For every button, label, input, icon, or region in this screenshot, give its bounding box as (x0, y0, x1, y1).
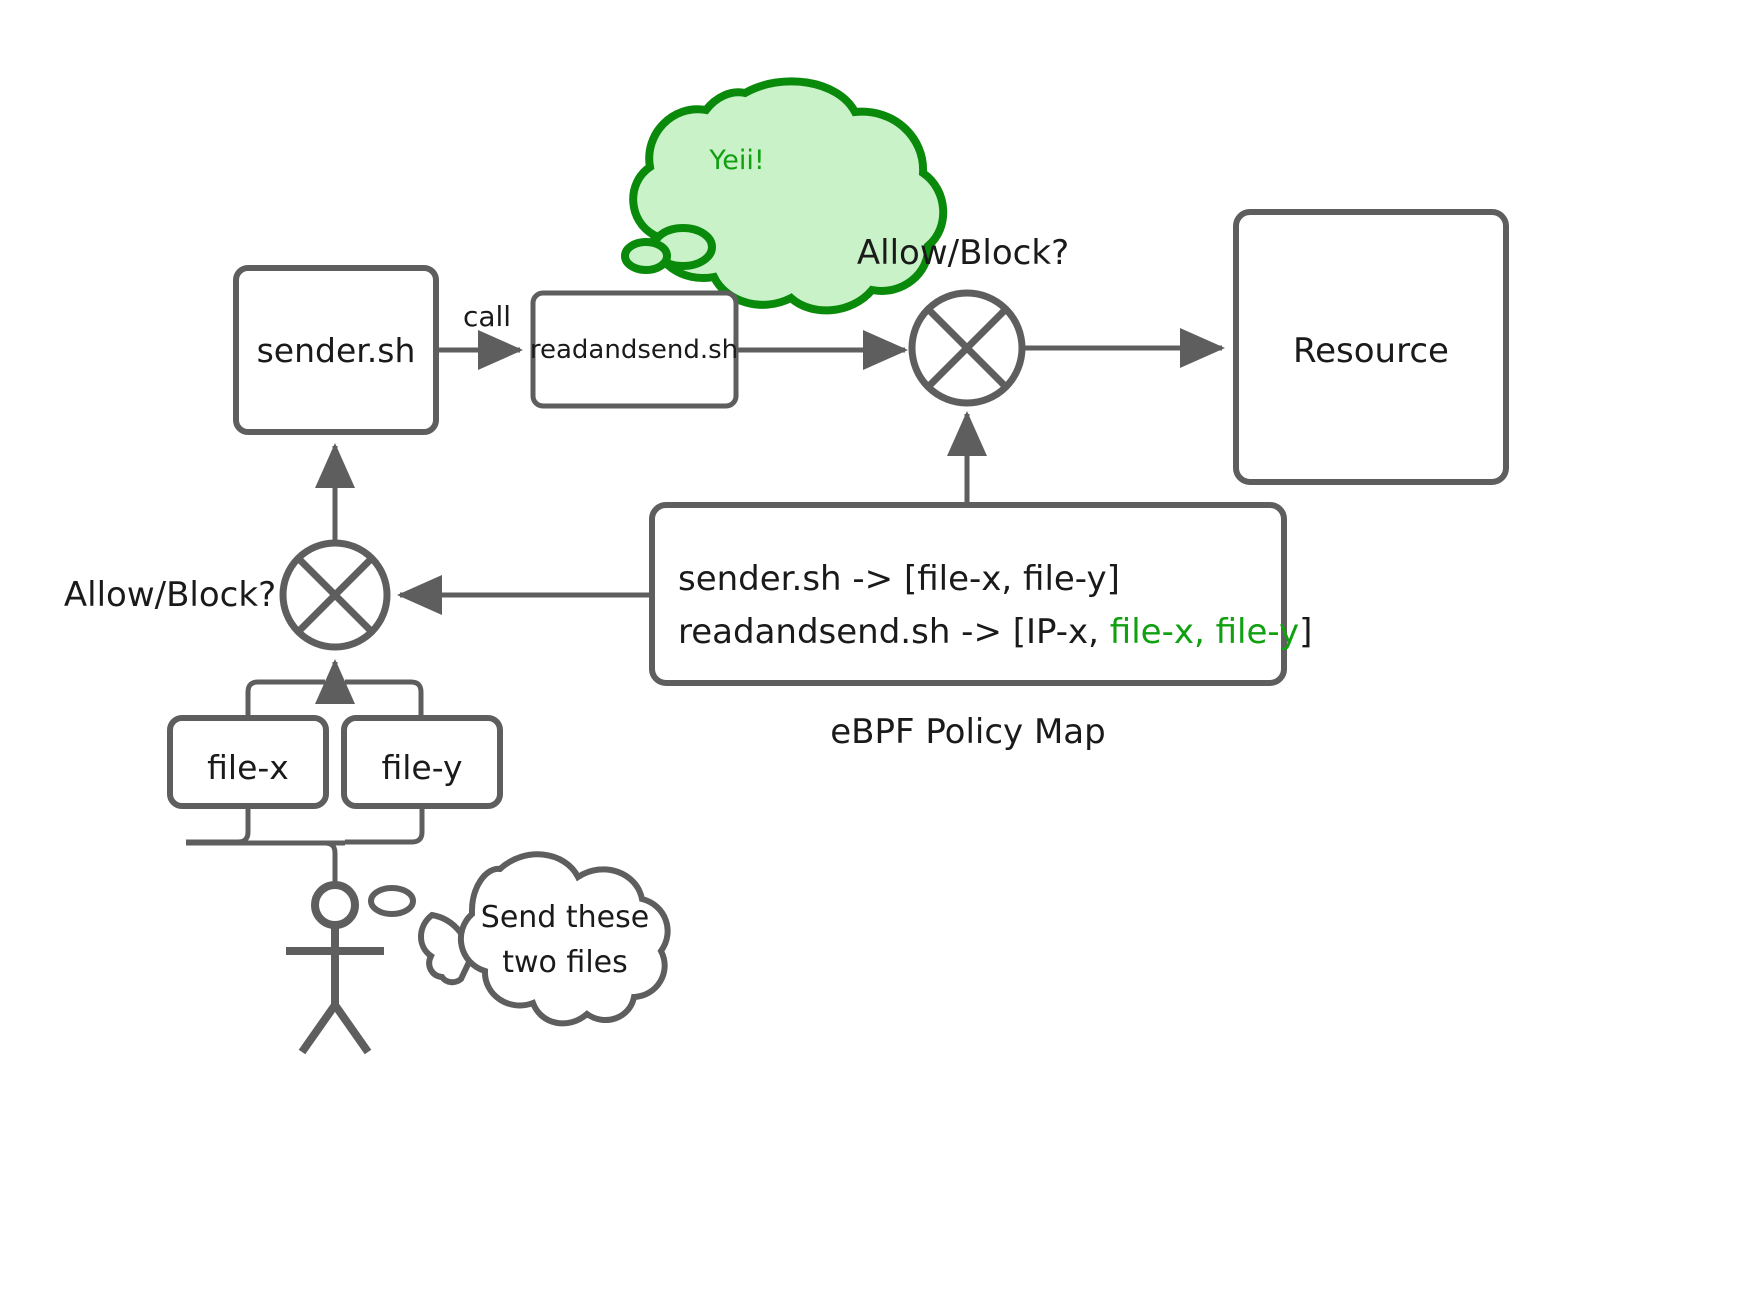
user-thought-bubble: Send these two files (368, 851, 671, 1027)
node-resource[interactable]: Resource (1233, 209, 1509, 485)
node-file-x[interactable]: file-x (167, 715, 329, 809)
yeii-thought-bubble: Yeii! (621, 77, 948, 315)
edge-files-to-gate-left (245, 658, 424, 718)
policy-map-row-2-black: readandsend.sh -> [IP-x, (678, 612, 1110, 652)
user-bubble-line1: Send these (481, 900, 649, 935)
user-bubble-line2: two files (502, 945, 628, 980)
edge-call-label: call (463, 300, 511, 333)
gate-left-label: Allow/Block? (64, 575, 276, 615)
node-sender-sh[interactable]: sender.sh (233, 265, 439, 435)
node-file-y[interactable]: file-y (341, 715, 503, 809)
policy-map-row-2-green: file-x, file-y (1110, 612, 1299, 652)
node-readandsend-sh[interactable]: readandsend.sh (530, 290, 739, 409)
gate-left-allow-block[interactable]: Allow/Block? (64, 539, 391, 651)
yeii-bubble-text: Yeii! (708, 145, 764, 176)
policy-map-row-1: sender.sh -> [file-x, file-y] (678, 559, 1120, 599)
user-stick-figure (286, 881, 384, 1055)
node-sender-sh-label: sender.sh (257, 331, 416, 370)
policy-map-caption: eBPF Policy Map (830, 712, 1105, 752)
edge-call: call (438, 300, 524, 370)
node-file-y-label: file-y (381, 748, 462, 787)
policy-map-row-2-close: ] (1299, 612, 1312, 652)
gate-top-allow-block[interactable]: Allow/Block? (857, 233, 1069, 407)
node-file-x-label: file-x (207, 748, 289, 787)
gate-top-label: Allow/Block? (857, 233, 1069, 273)
policy-map-row-2: readandsend.sh -> [IP-x, file-x, file-y] (678, 612, 1312, 652)
node-resource-label: Resource (1293, 331, 1449, 371)
node-readandsend-sh-label: readandsend.sh (530, 335, 738, 365)
edge-user-to-files (186, 806, 425, 886)
ebpf-policy-map[interactable]: sender.sh -> [file-x, file-y] readandsen… (649, 502, 1312, 752)
